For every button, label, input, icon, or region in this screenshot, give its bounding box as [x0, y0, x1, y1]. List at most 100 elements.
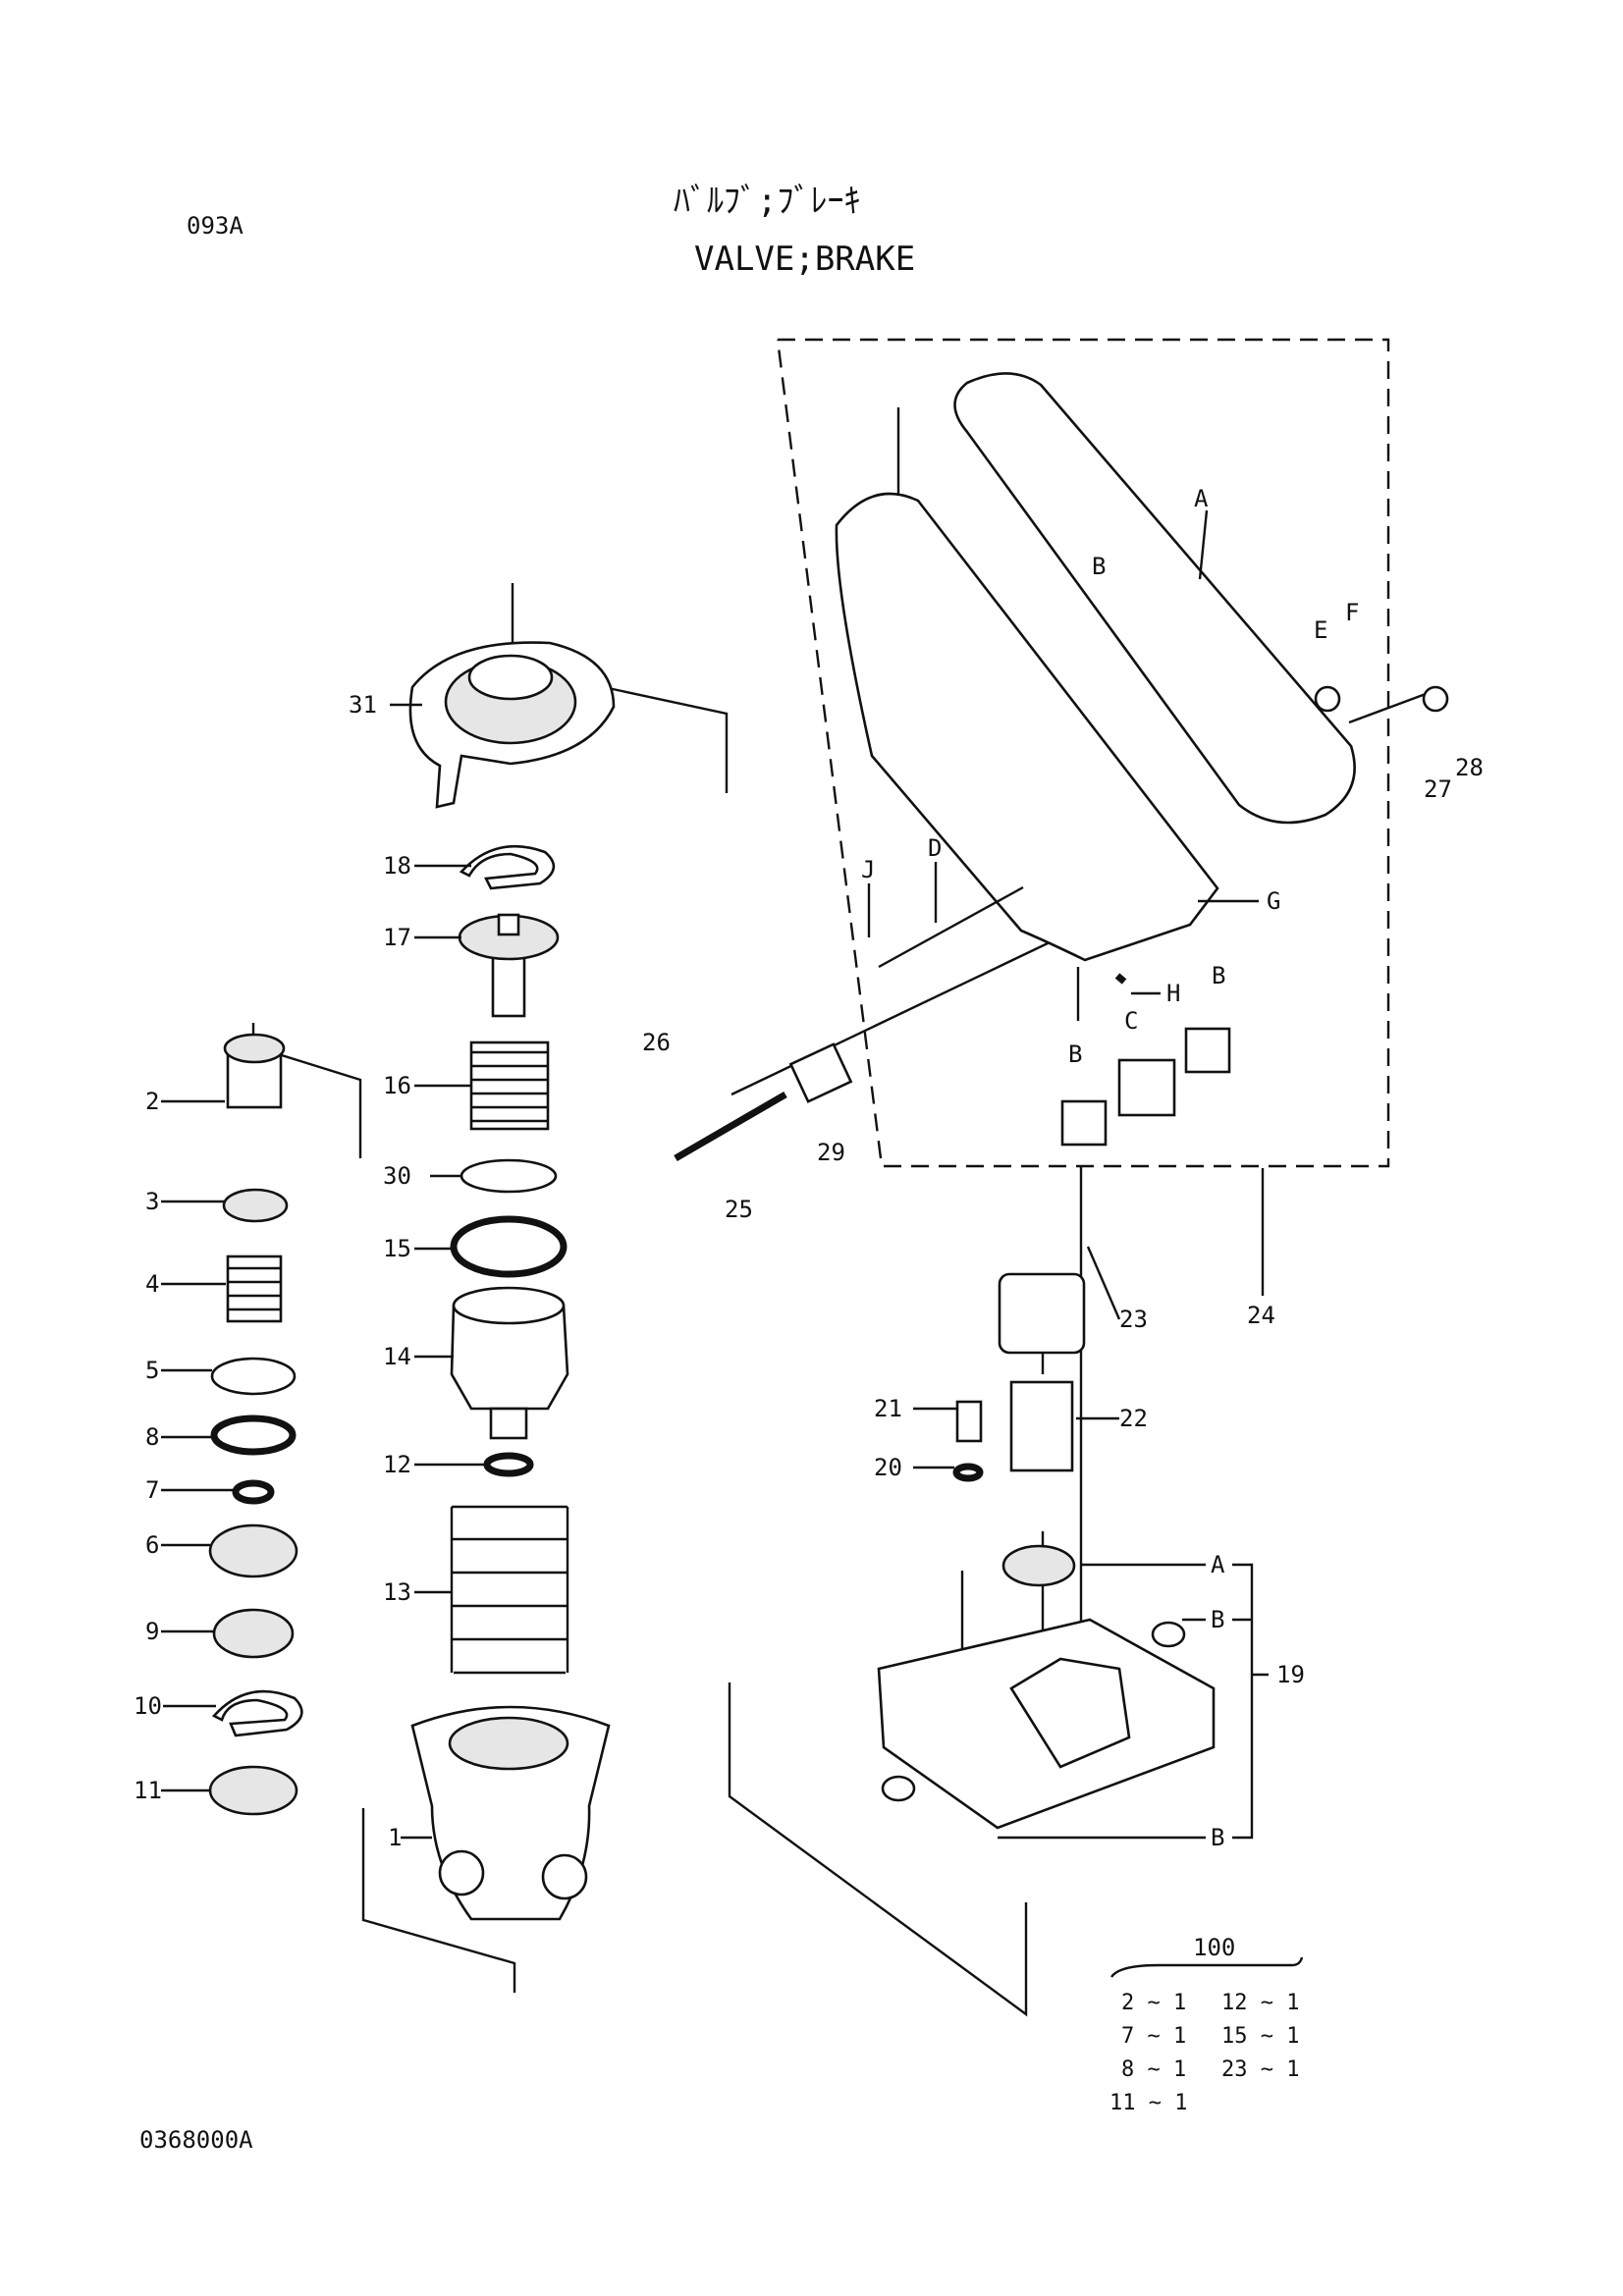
part-18-snap-ring: [459, 844, 556, 890]
bracket-bottom: [361, 1808, 516, 1993]
callout-20: 20: [874, 1454, 902, 1481]
callout-30: 30: [383, 1162, 411, 1190]
callout-17: 17: [383, 924, 411, 951]
callout-25: 25: [725, 1196, 753, 1223]
callout-11: 11: [134, 1777, 162, 1804]
part-I-pedal: [835, 492, 1219, 962]
drawing-number: 0368000A: [139, 2126, 253, 2154]
part-8-o-ring: [210, 1415, 297, 1456]
callout-leaders: [161, 407, 1259, 1840]
part-31-plate: [408, 641, 616, 809]
callout-27: 27: [1424, 775, 1452, 803]
part-4-spring: [226, 1255, 283, 1323]
kit-entry: 23 ~ 1: [1221, 2057, 1300, 2082]
callout-B-1: B: [1212, 962, 1225, 989]
part-10-snap-ring: [211, 1689, 303, 1737]
callout-A-base: A: [1211, 1551, 1225, 1578]
part-6-seat: [208, 1523, 298, 1578]
callout-B-4: B: [1211, 1824, 1224, 1851]
kit-entry: 15 ~ 1: [1221, 2024, 1300, 2049]
callout-26: 26: [642, 1029, 671, 1056]
callout-A-pedal-pad: A: [1194, 485, 1209, 512]
part-B-bushing-1: [1060, 1099, 1108, 1147]
kit-brace: [1110, 1956, 1304, 1978]
callout-15: 15: [383, 1235, 411, 1262]
part-16-spring: [469, 1041, 550, 1131]
callout-16: 16: [383, 1072, 411, 1099]
title-english: VALVE;BRAKE: [694, 240, 916, 279]
callout-J: J: [861, 856, 875, 883]
part-7-o-ring: [232, 1479, 275, 1505]
callout-2: 2: [145, 1088, 159, 1115]
title-japanese: ﾊﾞﾙﾌﾞ;ﾌﾞﾚｰｷ: [674, 182, 861, 221]
bracket-top: [511, 583, 729, 793]
callout-14: 14: [383, 1343, 411, 1370]
callout-19: 19: [1276, 1661, 1305, 1688]
part-3-retainer: [222, 1188, 289, 1223]
callout-29: 29: [817, 1139, 845, 1166]
page-code: 093A: [187, 212, 243, 240]
kit-entry: 7 ~ 1: [1121, 2024, 1187, 2049]
part-27-washer: [1422, 685, 1449, 713]
callout-D: D: [928, 834, 942, 862]
assembly-24-boundary: [776, 338, 1390, 1168]
callout-5: 5: [145, 1357, 159, 1384]
callout-1: 1: [388, 1824, 402, 1851]
kit-entry: 11 ~ 1: [1109, 2091, 1188, 2115]
callout-10: 10: [134, 1692, 162, 1720]
callout-H: H: [1166, 980, 1180, 1007]
callout-C: C: [1124, 1007, 1138, 1035]
part-14-housing: [450, 1286, 569, 1440]
part-25-pin: [674, 1091, 787, 1162]
part-15-o-ring: [450, 1215, 568, 1278]
callout-F: F: [1345, 599, 1359, 626]
part-5-washer: [210, 1357, 297, 1396]
part-23-cushion: [998, 1272, 1086, 1355]
part-12-o-ring: [483, 1452, 534, 1477]
callout-23: 23: [1119, 1306, 1148, 1333]
kit-number: 100: [1193, 1934, 1236, 1961]
callout-28: 28: [1455, 754, 1484, 781]
callout-B-2: B: [1068, 1041, 1082, 1068]
part-1-valve-body: [410, 1705, 611, 1921]
part-21-bolt: [955, 1400, 983, 1443]
part-D-pin: [878, 885, 1024, 969]
callout-B-3: B: [1211, 1606, 1224, 1633]
callout-22: 22: [1119, 1405, 1148, 1432]
callout-labels: 31 18 17 16 30 15 14 12 13 1 2 3 4 5 8 7…: [134, 485, 1484, 1851]
callout-4: 4: [145, 1270, 159, 1298]
part-19-base: [877, 1544, 1216, 1830]
callout-3: 3: [145, 1188, 159, 1215]
pedal-logo: B: [1092, 553, 1106, 580]
callout-31: 31: [349, 691, 377, 719]
part-13-spring: [450, 1505, 569, 1675]
part-H-nut: [1114, 973, 1127, 985]
callout-21: 21: [874, 1395, 902, 1422]
callout-12: 12: [383, 1451, 411, 1478]
part-2-cap: [223, 1033, 286, 1109]
bracket-19: [1232, 1563, 1254, 1840]
part-11-disc: [208, 1765, 298, 1816]
part-A-pedal-pad: B: [953, 372, 1356, 825]
part-30-washer: [460, 1158, 558, 1194]
kit-entry: 2 ~ 1: [1121, 1991, 1187, 2015]
callout-24: 24: [1247, 1302, 1275, 1329]
callout-9: 9: [145, 1618, 159, 1645]
part-22-sleeve: [1009, 1380, 1074, 1472]
part-20-washer: [952, 1463, 984, 1482]
callout-E: E: [1314, 616, 1327, 644]
part-C-bushing: [1117, 1058, 1176, 1117]
part-E-washer: [1314, 685, 1341, 713]
callout-6: 6: [145, 1531, 159, 1559]
kit-entry: 12 ~ 1: [1221, 1991, 1300, 2015]
callout-G: G: [1267, 887, 1280, 915]
part-9-plate: [212, 1608, 295, 1659]
callout-18: 18: [383, 852, 411, 880]
part-29-collar: [788, 1042, 853, 1103]
callout-7: 7: [145, 1476, 159, 1504]
part-B-bushing-2: [1184, 1027, 1231, 1074]
bracket-base: [728, 1682, 1028, 2017]
callout-8: 8: [145, 1423, 159, 1451]
kit-entry: 8 ~ 1: [1121, 2057, 1187, 2082]
